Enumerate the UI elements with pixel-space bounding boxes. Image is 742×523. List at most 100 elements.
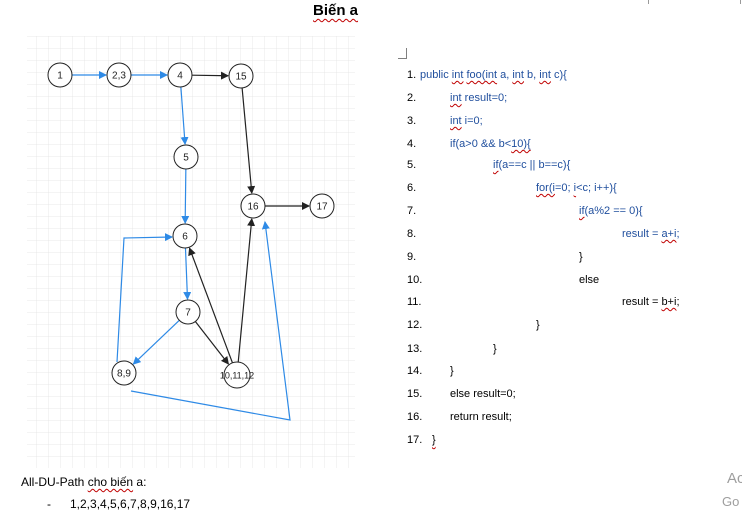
graph-node-circle	[47, 62, 73, 88]
line-number: 1.	[407, 69, 417, 81]
graph-node-circle	[173, 144, 199, 170]
code-token: if	[579, 205, 585, 217]
code-token: int	[450, 92, 462, 104]
graph-node: 16	[240, 193, 266, 219]
graph-edge	[130, 221, 291, 421]
code-line-15: else result=0;	[450, 388, 516, 400]
graph-edge	[181, 168, 190, 225]
code-token: ;	[676, 296, 680, 308]
line-number: 11.	[407, 296, 422, 308]
graph-node-circle	[228, 63, 254, 89]
line-number: 15.	[407, 388, 423, 400]
code-token: int	[450, 115, 462, 127]
code-line-12: }	[536, 319, 540, 331]
code-line-10: else	[579, 274, 600, 286]
code-token: i	[573, 182, 577, 194]
code-line-3: int i=0;	[450, 115, 483, 127]
code-token: <c; i++){	[576, 182, 617, 194]
du-path-heading: All-DU-Path cho biến a:	[21, 475, 146, 489]
graph-node: 4	[167, 62, 193, 88]
graph-node-circle	[175, 299, 201, 325]
code-token: (a%2 == 0){	[584, 205, 643, 217]
heading-text: cho biến	[87, 475, 134, 489]
code-token: int	[512, 69, 524, 81]
activation-watermark-line2: Go	[722, 494, 740, 509]
code-line-9: }	[579, 251, 583, 263]
code-line-1: public int foo(int a, int b, int c){	[420, 69, 567, 81]
code-token: int	[539, 69, 551, 81]
code-token: result =	[622, 296, 662, 308]
paragraph-corner-mark	[398, 48, 407, 59]
list-bullet: -	[47, 497, 51, 511]
line-number: 10.	[407, 274, 423, 286]
line-number: 5.	[407, 159, 417, 171]
graph-edge	[237, 217, 256, 363]
top-ruler-marks	[640, 0, 742, 4]
section-title: Biến a	[313, 2, 359, 19]
graph-node-label: 7	[185, 308, 191, 319]
code-token: for(i	[536, 182, 555, 194]
line-number: 3.	[407, 115, 417, 127]
graph-edge	[194, 321, 230, 365]
graph-edge	[132, 319, 180, 365]
graph-node-label: 8,9	[117, 369, 131, 380]
code-token: public	[420, 69, 452, 81]
code-line-2: int result=0;	[450, 92, 507, 104]
graph-node-label: 17	[316, 202, 328, 213]
code-line-11: result = b+i;	[622, 296, 680, 308]
du-path-item: 1,2,3,4,5,6,7,8,9,16,17	[70, 497, 191, 511]
line-number: 14.	[407, 365, 423, 377]
graph-node: 6	[172, 223, 198, 249]
heading-text: a:	[133, 475, 147, 489]
graph-node-circle	[172, 223, 198, 249]
code-token: a,	[497, 69, 513, 81]
code-token: result =	[622, 228, 662, 240]
code-line-16: return result;	[450, 411, 512, 423]
graph-node: 10,11,12	[220, 361, 254, 389]
line-number: 6.	[407, 182, 417, 194]
activation-watermark-line1: Ac	[727, 470, 742, 487]
graph-node: 15	[228, 63, 254, 89]
code-token: i=0;	[461, 115, 483, 127]
code-token: b+i	[661, 296, 677, 308]
line-number: 2.	[407, 92, 417, 104]
code-line-4: if(a>0 && b<10){	[450, 138, 531, 150]
line-number: 17.	[407, 434, 423, 446]
graph-edge	[116, 233, 173, 363]
line-number: 16.	[407, 411, 423, 423]
code-token: if	[493, 159, 499, 171]
graph-node-label: 5	[183, 153, 189, 164]
graph-node: 7	[175, 299, 201, 325]
code-line-14: }	[450, 365, 454, 377]
graph-node-circle	[111, 360, 137, 386]
graph-edge	[188, 247, 234, 364]
code-token: b,	[523, 69, 540, 81]
graph-node-circle	[240, 193, 266, 219]
code-line-17: }	[432, 434, 436, 446]
code-listing: 1. 2. 3. 4. 5. 6. 7. 8. 9. 10. 11. 12. 1…	[407, 69, 680, 446]
code-token: a+i	[661, 228, 677, 240]
code-token: int	[451, 69, 464, 81]
graph-edge	[241, 87, 256, 195]
code-line-7: if(a%2 == 0){	[579, 205, 643, 217]
graph-node: 2,3	[106, 62, 132, 88]
graph-node-circle	[106, 62, 132, 88]
code-token: if(a>0 && b<	[450, 138, 512, 150]
code-token: }	[432, 434, 436, 446]
graph-node: 5	[173, 144, 199, 170]
heading-text: All-DU-Path	[21, 475, 88, 489]
code-token: (a==c || b==c){	[498, 159, 571, 171]
graph-node: 8,9	[111, 360, 137, 386]
graph-node-label: 4	[177, 71, 183, 82]
code-line-8: result = a+i;	[622, 228, 680, 240]
code-line-6: for(i=0; i<c; i++){	[536, 182, 617, 194]
code-line-5: if(a==c || b==c){	[493, 159, 570, 171]
graph-edge	[191, 71, 230, 80]
graph-node-label: 15	[235, 72, 247, 83]
graph-node-label: 2,3	[112, 71, 126, 82]
graph-node-label: 1	[57, 71, 63, 82]
graph-node-label: 10,11,12	[220, 371, 254, 381]
line-number: 8.	[407, 228, 417, 240]
graph-node-label: 16	[247, 202, 259, 213]
